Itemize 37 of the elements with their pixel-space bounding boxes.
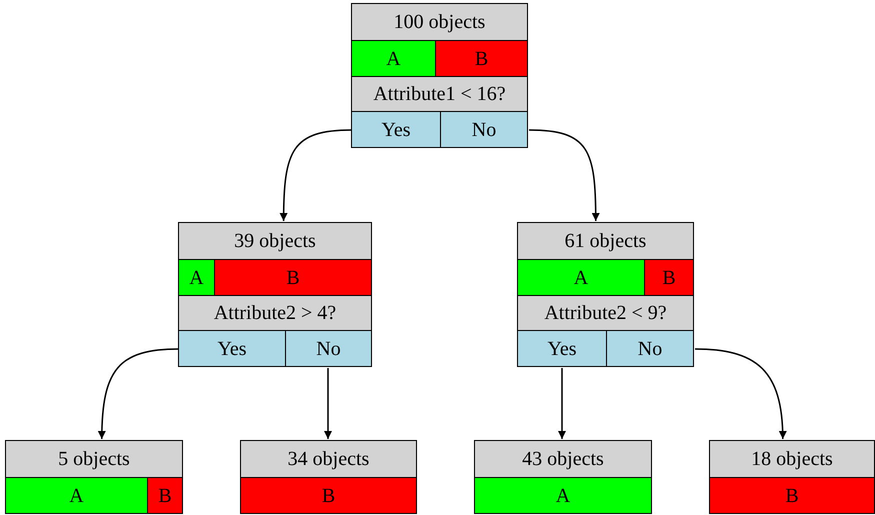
arrow	[528, 129, 600, 221]
arrow	[98, 348, 180, 440]
record-box	[709, 440, 875, 514]
branch-cell: Yes	[179, 330, 285, 366]
branch-cell: Yes	[352, 111, 440, 147]
record-box	[517, 222, 694, 367]
branch-cell: Yes	[518, 330, 606, 366]
record-box	[5, 440, 183, 514]
record-box	[178, 222, 372, 367]
object-count: 5 objects	[57, 447, 131, 472]
class-segment: A	[475, 477, 651, 513]
class-segment: A	[179, 259, 214, 295]
class-segment: A	[518, 259, 644, 295]
branch-cell: No	[285, 330, 371, 366]
class-segment: B	[644, 259, 693, 295]
object-count: 18 objects	[750, 447, 834, 472]
class-segment: B	[214, 259, 371, 295]
object-count: 39 objects	[233, 229, 317, 254]
record-box	[474, 440, 652, 514]
arrow	[324, 368, 332, 439]
class-segment: B	[147, 477, 182, 513]
object-count: 100 objects	[392, 10, 486, 35]
class-segment: B	[241, 477, 416, 513]
object-count: 43 objects	[521, 447, 605, 472]
class-segment: A	[6, 477, 147, 513]
class-segment: B	[435, 40, 527, 76]
object-count: 34 objects	[286, 447, 370, 472]
record-box	[240, 440, 417, 514]
class-segment: A	[352, 40, 435, 76]
record-box	[351, 3, 528, 148]
arrow	[558, 368, 566, 439]
branch-cell: No	[606, 330, 693, 366]
branch-cell: No	[440, 111, 527, 147]
class-segment: B	[710, 477, 874, 513]
object-count: 61 objects	[564, 229, 648, 254]
arrow	[694, 348, 787, 440]
arrow	[280, 129, 352, 222]
